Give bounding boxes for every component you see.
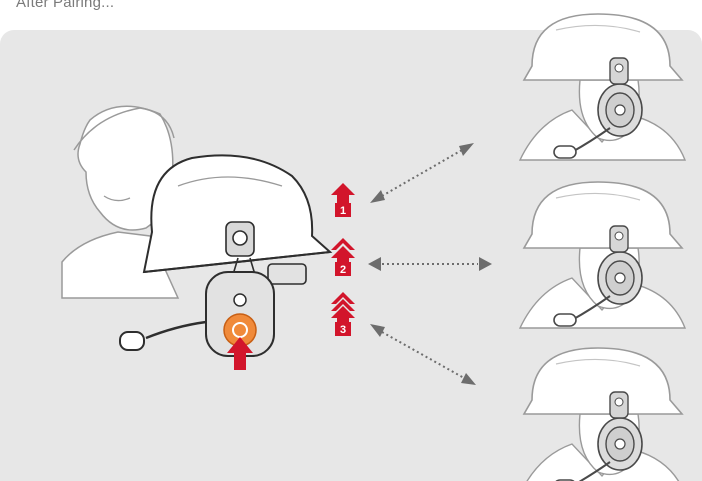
connection-arrow-1 (370, 143, 474, 203)
channel-indicator-1: 1 (331, 183, 355, 217)
remote-worker-3 (520, 348, 685, 481)
main-worker-illustration (62, 106, 330, 356)
channel-indicator-2: 2 (331, 238, 355, 276)
channel-number: 2 (340, 264, 346, 276)
channel-number: 3 (340, 324, 346, 336)
channel-number: 1 (340, 205, 346, 217)
remote-worker-1 (520, 14, 685, 160)
connection-arrow-3 (370, 324, 476, 385)
channel-indicator-3: 3 (331, 292, 355, 336)
connection-arrow-2 (368, 257, 492, 271)
remote-worker-2 (520, 182, 685, 328)
